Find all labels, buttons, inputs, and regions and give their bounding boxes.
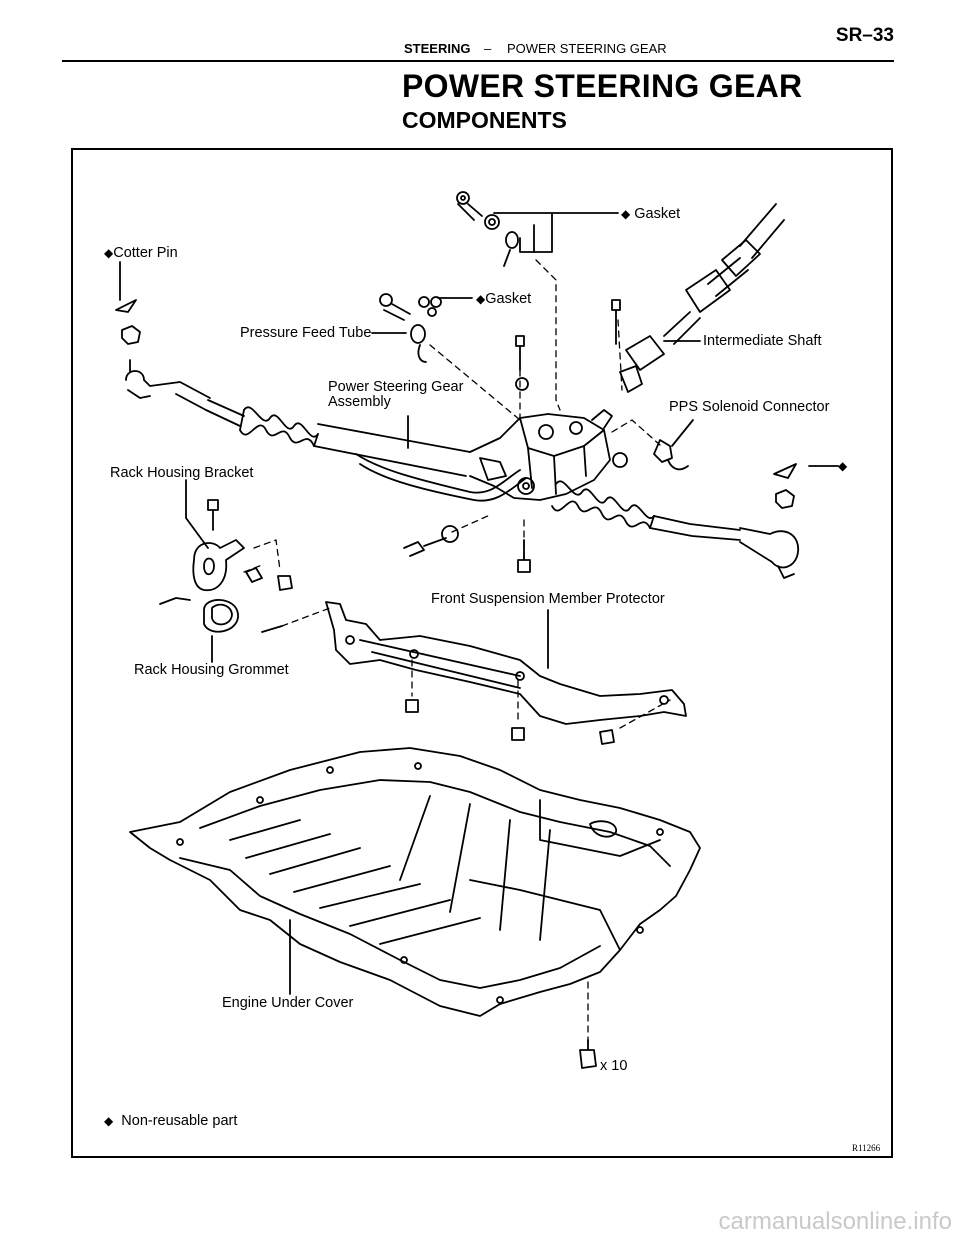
page-title: POWER STEERING GEAR bbox=[402, 68, 803, 104]
watermark: carmanualsonline.info bbox=[718, 1208, 952, 1235]
label-right-cotter-pin-diamond: ◆ bbox=[838, 459, 847, 474]
page-number: SR–33 bbox=[835, 25, 894, 46]
header-separator: – bbox=[484, 41, 492, 56]
label-rack-housing-bracket: Rack Housing Bracket bbox=[110, 465, 254, 481]
label-front-suspension-member-protector: Front Suspension Member Protector bbox=[431, 591, 665, 607]
header-rule bbox=[62, 60, 894, 62]
castle-nut-left bbox=[121, 325, 141, 345]
header-subsection: POWER STEERING GEAR bbox=[507, 41, 667, 56]
rack-bracket-drawing bbox=[159, 499, 293, 633]
union-bolt-mid bbox=[379, 293, 442, 363]
cotter-pin-left bbox=[115, 299, 137, 313]
page-subtitle: COMPONENTS bbox=[402, 107, 567, 133]
non-reusable-diamond-icon: ◆ bbox=[476, 292, 486, 306]
label-bolt-count: x 10 bbox=[600, 1058, 628, 1074]
steering-rack-drawing bbox=[125, 359, 799, 579]
diagram-frame bbox=[71, 148, 893, 1158]
engine-under-cover-drawing bbox=[129, 747, 701, 1069]
label-pps-solenoid-connector: PPS Solenoid Connector bbox=[669, 399, 830, 415]
intermediate-shaft-drawing bbox=[619, 203, 785, 393]
label-intermediate-shaft: Intermediate Shaft bbox=[703, 333, 822, 349]
non-reusable-diamond-icon: ◆ bbox=[104, 246, 114, 260]
bolt-upper-center bbox=[515, 335, 525, 371]
non-reusable-diamond-icon: ◆ bbox=[838, 459, 848, 473]
legend-non-reusable: ◆ Non-reusable part bbox=[104, 1113, 238, 1129]
figure-code: R11266 bbox=[852, 1143, 881, 1153]
non-reusable-diamond-icon: ◆ bbox=[621, 207, 631, 221]
label-rack-housing-grommet: Rack Housing Grommet bbox=[134, 662, 289, 678]
washer-upper bbox=[515, 377, 529, 391]
label-pressure-feed-tube: Pressure Feed Tube bbox=[240, 325, 372, 341]
protector-drawing bbox=[325, 601, 687, 745]
label-power-steering-gear-assembly: Power Steering Gear Assembly bbox=[328, 379, 464, 410]
leader-lines bbox=[119, 212, 839, 995]
label-gasket-top: ◆ Gasket bbox=[621, 206, 681, 222]
header-section: STEERING bbox=[404, 41, 471, 56]
label-gasket-mid: ◆Gasket bbox=[476, 291, 532, 307]
union-bolt-top bbox=[456, 191, 519, 267]
label-engine-under-cover: Engine Under Cover bbox=[222, 995, 354, 1011]
non-reusable-diamond-icon: ◆ bbox=[104, 1114, 114, 1128]
bolt-shaft-yoke bbox=[611, 299, 621, 345]
label-cotter-pin: ◆Cotter Pin bbox=[104, 245, 178, 261]
